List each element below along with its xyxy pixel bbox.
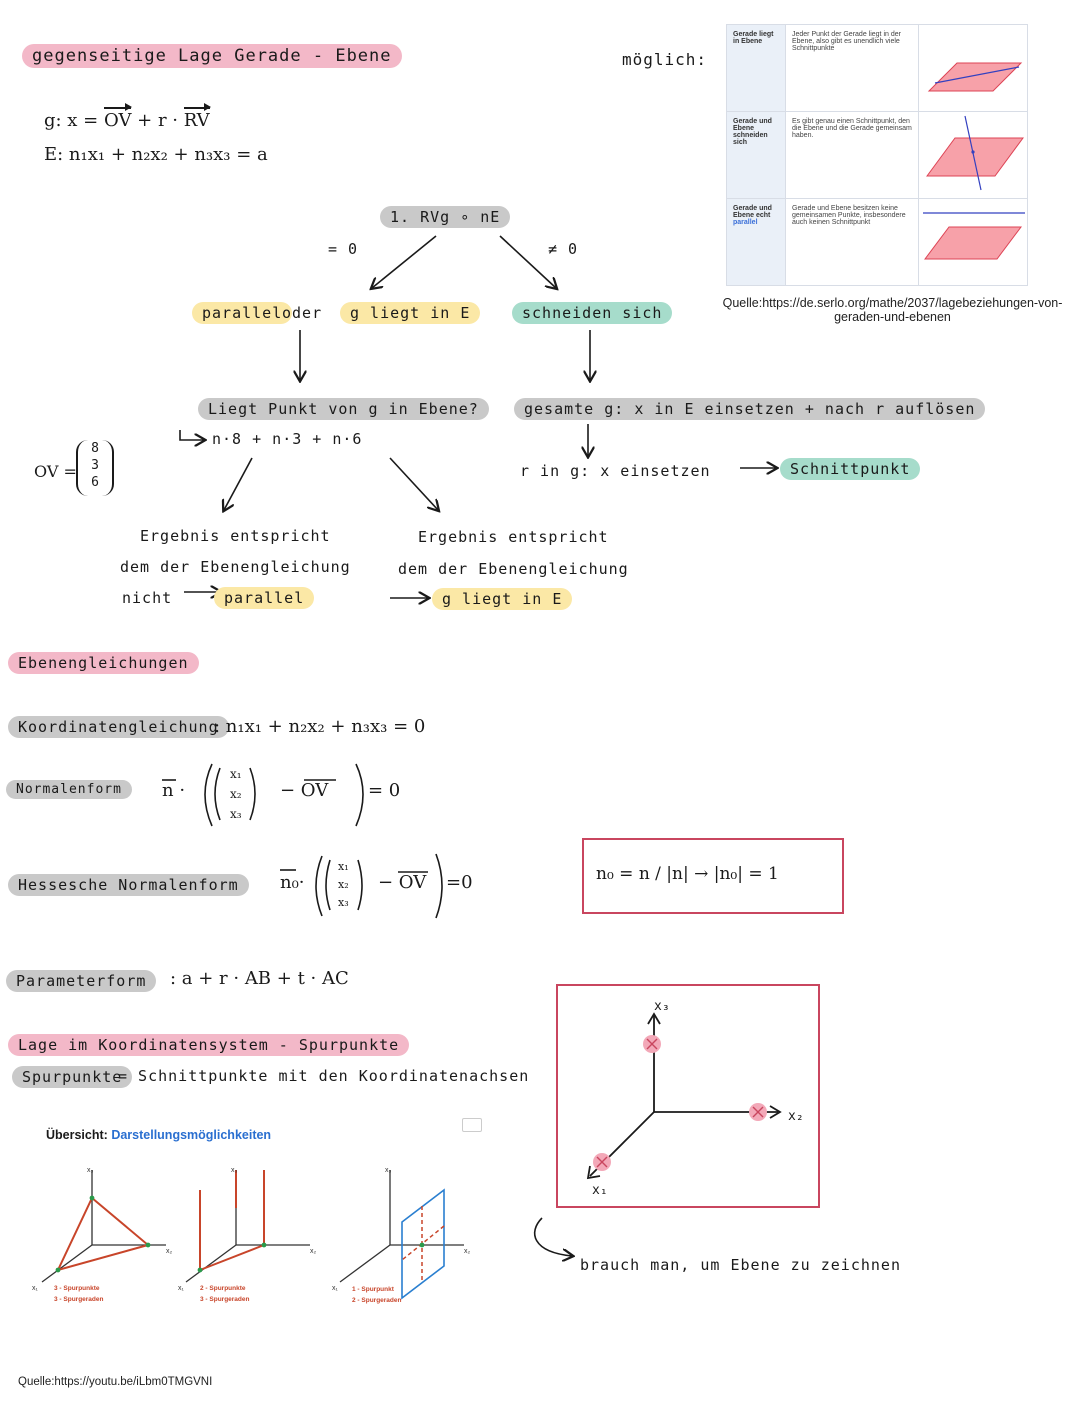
- lage-table: Gerade liegt in Ebene Jeder Punkt der Ge…: [726, 24, 1028, 286]
- axis-label: x₁: [32, 1285, 39, 1292]
- spur-diagrams: x₃ x₂ x₁ x₃ x₂ x₁ x₃ x₂ x₁ 3 - Spurpunkt…: [32, 1167, 471, 1304]
- not-zero-label: ≠ 0: [548, 240, 579, 258]
- diagram-caption: 3 - Spurpunkte: [54, 1285, 100, 1292]
- spur-def-text: = Schnittpunkte mit den Koordinatenachse…: [118, 1067, 530, 1085]
- diagram-caption: 3 - Spurgeraden: [54, 1296, 104, 1303]
- ebenen-title: Ebenengleichungen: [8, 652, 199, 674]
- koord-label: Koordinatengleichung: [8, 716, 229, 738]
- left-parallel-label: parallel: [214, 587, 315, 609]
- table-label: Gerade und Ebene echt: [733, 205, 772, 219]
- spur-def-label: Spurpunkte: [12, 1066, 133, 1088]
- diagram-caption: 2 - Spurpunkte: [200, 1285, 246, 1292]
- video-source: Quelle:https://youtu.be/iLbm0TMGVNI: [18, 1376, 213, 1388]
- axis-label: x₃: [231, 1167, 238, 1174]
- left-result-2: dem der Ebenengleichung: [120, 558, 351, 576]
- note-label: brauch man, um Ebene zu zeichnen: [580, 1256, 901, 1274]
- diagram-caption: 2 - Spurgeraden: [352, 1297, 402, 1304]
- normal-label: Normalenform: [6, 780, 132, 799]
- oder-label: oder: [282, 304, 323, 322]
- svg-text:x₂: x₂: [338, 878, 349, 891]
- svg-text:x₁: x₁: [230, 767, 242, 781]
- table-source: Quelle:https://de.serlo.org/mathe/2037/l…: [722, 296, 1063, 324]
- unit-normal-box: n₀ = n / |n| → |n₀| = 1: [582, 838, 844, 914]
- normal-equation: n · x₁ x₂ x₃ − OV = 0: [160, 760, 400, 834]
- plane-line-cross-icon: [926, 115, 1024, 191]
- axis-label: x₁: [178, 1285, 185, 1292]
- table-accent: parallel: [733, 219, 758, 226]
- svg-text:x₃: x₃: [338, 896, 349, 909]
- diagram-caption: 3 - Spurgeraden: [200, 1296, 250, 1303]
- right-liegt-label: g liegt in E: [432, 588, 573, 610]
- plane-line-in-icon: [927, 62, 1023, 92]
- hesse-label: Hessesche Normalenform: [8, 874, 249, 896]
- axis-label: x₃: [385, 1167, 392, 1174]
- svg-text:x₂: x₂: [230, 787, 242, 801]
- svg-text:n₀·: n₀·: [280, 872, 305, 893]
- insert-label: gesamte g: x in E einsetzen + nach r auf…: [514, 398, 986, 420]
- overview-heading: Übersicht: Darstellungsmöglichkeiten: [46, 1128, 272, 1142]
- line-equation: g: x = OV + r · RV: [44, 103, 211, 131]
- axis-label: x₂: [310, 1248, 317, 1255]
- schneiden-label: schneiden sich: [512, 302, 673, 324]
- axis-label: x₂: [464, 1248, 471, 1255]
- calc-label: n·8 + n·3 + n·6: [212, 430, 363, 448]
- axis-label: x₂: [788, 1109, 804, 1124]
- right-result-1: Ergebnis entspricht: [418, 528, 609, 546]
- axis-label: x₃: [87, 1167, 94, 1174]
- hesse-formula-icon: n₀· x₁ x₂ x₃ − OV =0: [280, 853, 473, 919]
- right-result-2: dem der Ebenengleichung: [398, 560, 629, 578]
- parallel-label: parallel: [192, 302, 293, 324]
- param-equation: : a + r · AB + t · AC: [170, 968, 349, 989]
- moglich-label: möglich:: [622, 50, 708, 69]
- hesse-equation: n₀· x₁ x₂ x₃ − OV =0: [278, 850, 488, 924]
- liegt-label: g liegt in E: [340, 302, 481, 324]
- axis-label: x₁: [332, 1285, 339, 1292]
- axis-label: x₂: [166, 1248, 173, 1255]
- equal-zero-label: = 0: [328, 240, 359, 258]
- svg-text:=0: =0: [446, 872, 473, 893]
- svg-text:− OV: − OV: [280, 780, 329, 801]
- overview-link[interactable]: Darstellungsmöglichkeiten: [111, 1128, 272, 1142]
- schnittpunkt-label: Schnittpunkt: [780, 458, 921, 480]
- svg-text:n ·: n ·: [162, 780, 185, 801]
- page-title: gegenseitige Lage Gerade - Ebene: [22, 44, 402, 68]
- param-label: Parameterform: [6, 970, 157, 992]
- koord-equation: : n₁x₁ + n₂x₂ + n₃x₃ = 0: [214, 716, 426, 737]
- unit-normal-formula: n₀ = n / |n| → |n₀| = 1: [596, 864, 779, 884]
- svg-text:x₃: x₃: [230, 807, 242, 821]
- ov-label: OV =: [34, 462, 77, 481]
- question-label: Liegt Punkt von g in Ebene?: [198, 398, 489, 420]
- table-row: Gerade liegt in Ebene Jeder Punkt der Ge…: [726, 24, 1028, 112]
- svg-text:x₁: x₁: [338, 860, 349, 873]
- svg-text:− OV: − OV: [378, 872, 427, 893]
- table-label: Gerade liegt in Ebene: [726, 24, 786, 112]
- svg-text:= 0: = 0: [368, 780, 400, 801]
- table-text: Gerade und Ebene besitzen keine gemeinsa…: [785, 198, 919, 286]
- left-result-1: Ergebnis entspricht: [140, 527, 331, 545]
- step-one-label: 1. RVg ∘ nE: [380, 206, 511, 228]
- diagram-caption: 1 - Spurpunkt: [352, 1286, 395, 1293]
- axis-label: x₃: [654, 999, 670, 1014]
- r-insert-label: r in g: x einsetzen: [520, 462, 711, 480]
- coordinate-sketch-box: x₃ x₂ x₁: [556, 984, 820, 1208]
- plane-line-parallel-icon: [923, 212, 1025, 260]
- normal-formula-icon: n · x₁ x₂ x₃ − OV = 0: [162, 763, 400, 827]
- left-result-3: nicht: [122, 589, 173, 607]
- keyboard-icon: [462, 1118, 482, 1132]
- axis-label: x₁: [592, 1183, 608, 1198]
- spur-title: Lage im Koordinatensystem - Spurpunkte: [8, 1034, 410, 1056]
- plane-equation: E: n₁x₁ + n₂x₂ + n₃x₃ = a: [44, 144, 268, 165]
- coordinate-axes-icon: x₃ x₂ x₁: [586, 999, 804, 1198]
